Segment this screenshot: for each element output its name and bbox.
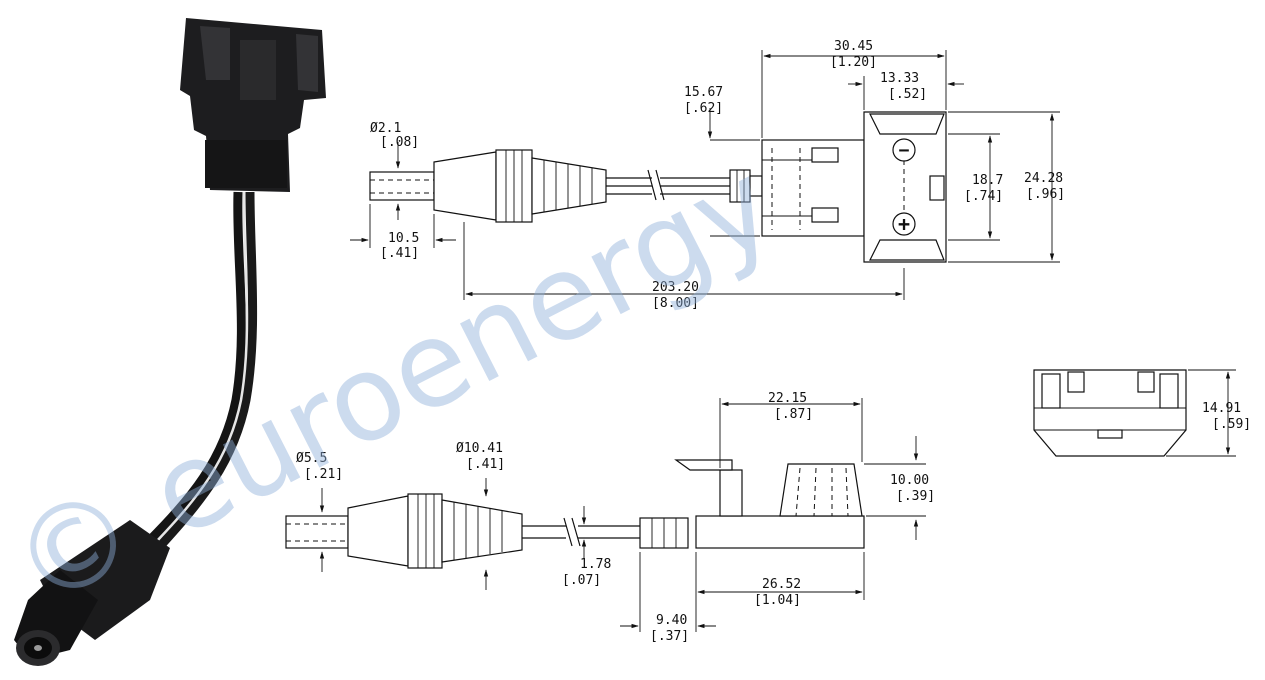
tv-pin-dia-in: [.08] — [380, 135, 419, 150]
sv-height-in: [.39] — [896, 489, 935, 504]
tv-plug-body — [433, 151, 497, 221]
sv-connector-base — [695, 515, 865, 549]
tv-pin-len-in: [.41] — [380, 246, 419, 261]
sv-body-dia: Ø10.41 — [456, 441, 503, 456]
photo-connector-housing — [180, 18, 326, 192]
sv-wire-in: [.07] — [562, 573, 601, 588]
tv-housing-width-in: [1.20] — [830, 55, 877, 70]
photo-cable — [146, 191, 258, 548]
sv-height: 10.00 — [890, 473, 929, 488]
tv-offset-in: [.62] — [684, 101, 723, 116]
sv-cap — [779, 463, 863, 517]
sv-gap-in: [.37] — [650, 629, 689, 644]
tv-overall-len-in: [8.00] — [652, 296, 699, 311]
ev-height-in: [.59] — [1212, 417, 1251, 432]
tv-outer-height: 24.28 — [1024, 171, 1063, 186]
tv-housing-width: 30.45 — [834, 39, 873, 54]
ev-height: 14.91 — [1202, 401, 1241, 416]
plus-terminal-icon — [892, 212, 916, 236]
top-view-drawing: − + Ø2.1 [.08] 10.5 [.41] 203.20 [8.00] … — [350, 39, 1065, 311]
tv-inner-height: 18.7 — [972, 173, 1003, 188]
end-view-drawing: 14.91 [.59] — [1033, 369, 1251, 457]
tv-pin-dia: Ø2.1 — [370, 121, 401, 136]
tv-outer-height-in: [.96] — [1026, 187, 1065, 202]
product-photo — [14, 18, 326, 666]
sv-body-dia-in: [.41] — [466, 457, 505, 472]
sv-tip-dia: Ø5.5 — [296, 451, 327, 466]
sv-plug-body — [347, 495, 409, 567]
tv-slot-width-in: [.52] — [888, 87, 927, 102]
sv-base-len: 26.52 — [762, 577, 801, 592]
photo-dc-plug — [14, 520, 170, 666]
tv-slot-width: 13.33 — [880, 71, 919, 86]
sv-base-len-in: [1.04] — [754, 593, 801, 608]
sv-wire: 1.78 — [580, 557, 611, 572]
tv-terminal-block — [863, 111, 947, 263]
tv-inner-height-in: [.74] — [964, 189, 1003, 204]
side-view-drawing: Ø5.5 [.21] Ø10.41 [.41] 1.78 [.07] 9.40 … — [285, 391, 935, 644]
minus-label: − — [899, 140, 910, 161]
tv-overall-len: 203.20 — [652, 280, 699, 295]
sv-top-len: 22.15 — [768, 391, 807, 406]
sv-gap: 9.40 — [656, 613, 687, 628]
sv-top-len-in: [.87] — [774, 407, 813, 422]
sv-tip — [285, 515, 349, 549]
sv-tip-dia-in: [.21] — [304, 467, 343, 482]
plus-label: + — [898, 212, 910, 236]
tv-offset: 15.67 — [684, 85, 723, 100]
tv-pin-len: 10.5 — [388, 231, 419, 246]
tv-pin — [369, 171, 435, 201]
minus-terminal-icon — [892, 138, 916, 162]
